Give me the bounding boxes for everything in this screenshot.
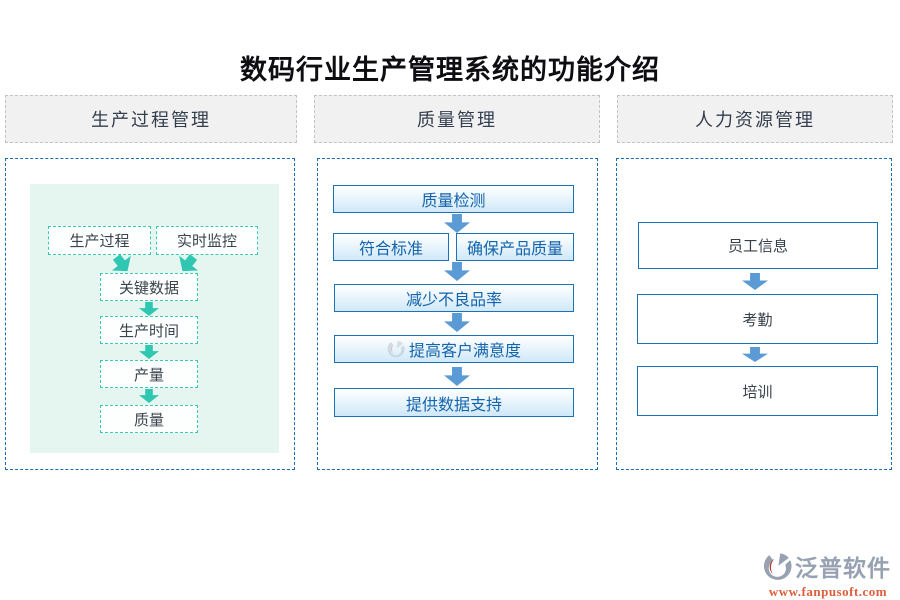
flow-node-training: 培训	[637, 366, 878, 416]
watermark-logo-icon	[387, 340, 405, 358]
flow-node-production-time: 生产时间	[100, 316, 198, 344]
column-header-quality: 质量管理	[314, 95, 600, 143]
flow-node-realtime-monitor: 实时监控	[156, 226, 258, 255]
flow-node-label: 提高客户满意度	[408, 343, 521, 360]
arrow-down-icon	[444, 367, 470, 386]
panel-quality: 质量检测 符合标准 确保产品质量 减少不良品率 提高客户满意度 提供数据支持	[317, 158, 598, 470]
arrow-down-icon	[444, 214, 470, 233]
arrow-down-icon	[742, 347, 768, 362]
fanpu-logo-icon	[763, 552, 792, 580]
footer-website-url: www.fanpusoft.com	[768, 584, 888, 599]
flow-node-attendance: 考勤	[637, 294, 878, 344]
page-title: 数码行业生产管理系统的功能介绍	[240, 55, 660, 85]
flow-node-production-process: 生产过程	[48, 226, 151, 255]
flow-node-data-support: 提供数据支持	[334, 388, 574, 417]
flow-node-quality: 质量	[100, 405, 198, 433]
panel-hr: 员工信息 考勤 培训	[616, 158, 892, 470]
panel-production-process: 生产过程 实时监控 关键数据 生产时间 产量 质量	[5, 158, 295, 470]
footer-brand-block: 泛普软件 www.fanpusoft.com	[763, 549, 893, 600]
flow-node-customer-satisfaction: 提高客户满意度	[334, 335, 574, 363]
flow-node-employee-info: 员工信息	[638, 222, 878, 269]
flow-node-ensure-product-quality: 确保产品质量	[456, 233, 574, 261]
column-header-hr: 人力资源管理	[617, 95, 893, 143]
arrow-down-icon	[444, 313, 470, 332]
flow-node-output: 产量	[100, 360, 198, 388]
flow-node-meet-standards: 符合标准	[333, 233, 449, 261]
arrow-down-icon	[742, 273, 768, 290]
flow-node-quality-inspection: 质量检测	[333, 185, 574, 213]
footer-brand-name: 泛普软件	[795, 556, 891, 581]
flow-node-key-data: 关键数据	[100, 273, 198, 301]
flow-node-reduce-defect-rate: 减少不良品率	[334, 284, 574, 312]
arrow-down-icon	[444, 262, 470, 281]
column-header-production-process: 生产过程管理	[5, 95, 297, 143]
